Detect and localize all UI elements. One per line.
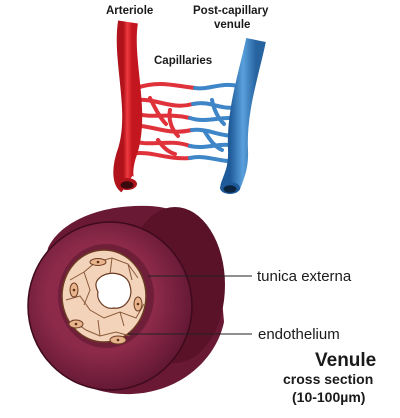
arteriole-label: Arteriole (106, 5, 153, 17)
figure-title: Venule (315, 350, 376, 371)
venule-label: venule (214, 19, 250, 31)
venule-vessel (220, 37, 266, 194)
capillaries-label: Capillaries (154, 55, 212, 67)
endothelium-label: endothelium (258, 326, 340, 343)
figure-size-range: (10-100µm) (292, 389, 365, 405)
figure-subtitle: cross section (283, 371, 373, 387)
arteriole-vessel (113, 20, 143, 193)
tunica-externa-label: tunica externa (257, 268, 352, 285)
post-capillary-label: Post-capillary (193, 5, 269, 17)
venule-cross-section (27, 205, 225, 395)
capillary-network (113, 20, 266, 194)
